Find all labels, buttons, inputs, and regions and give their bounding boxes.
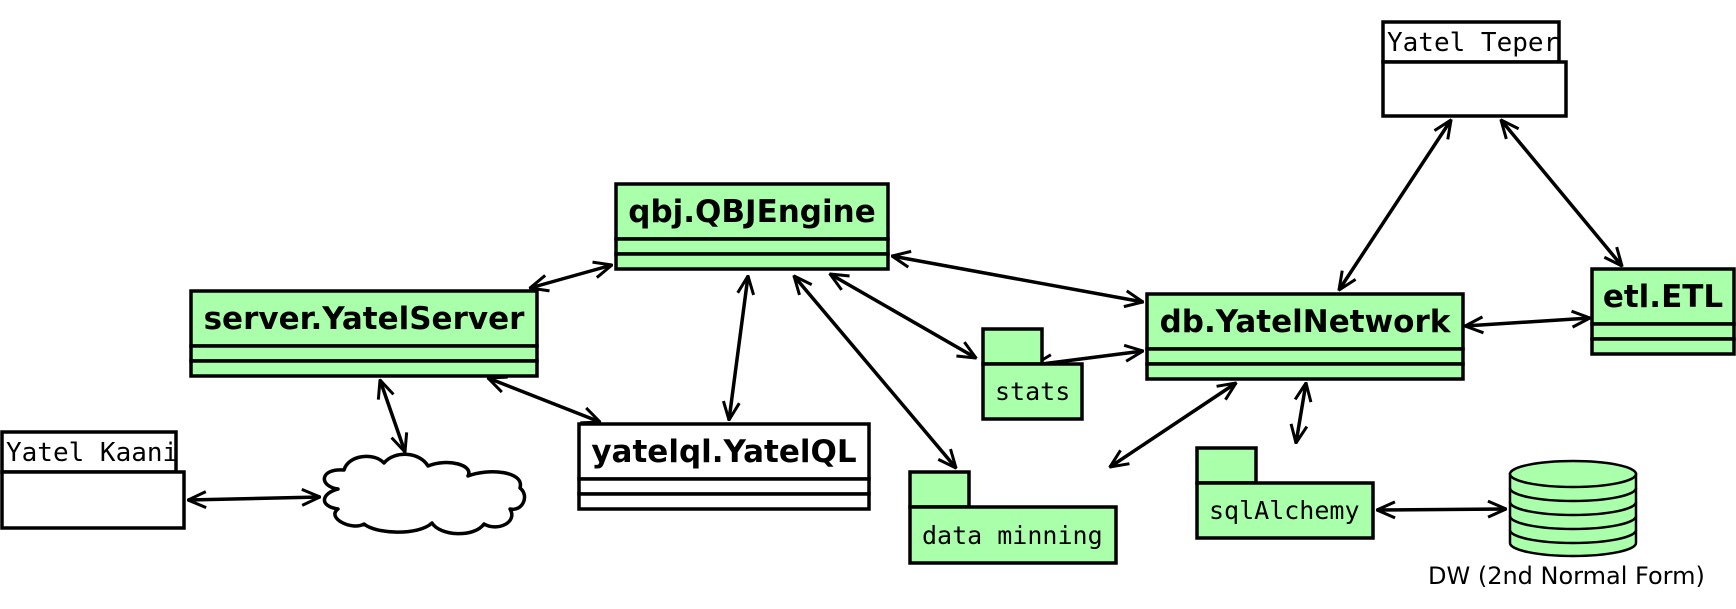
cloud-icon: [322, 452, 527, 536]
edge-network-etl: [1465, 318, 1590, 326]
package-stats: stats: [981, 327, 1084, 421]
class-yatelql: yatelql.YatelQL: [577, 422, 871, 511]
edge-qbj-yatelql: [729, 276, 748, 420]
edge-server-qbj: [530, 265, 612, 288]
package-sqlalchemy: sqlAlchemy: [1195, 446, 1375, 540]
package-label: data minning: [922, 521, 1103, 550]
actor-label: Yatel Teper: [1387, 28, 1559, 58]
actor-yatel-kaani: Yatel Kaani: [0, 430, 186, 530]
class-etl: etl.ETL: [1590, 267, 1736, 356]
database-label: DW (2nd Normal Form): [1428, 562, 1705, 590]
actor-label: Yatel Kaani: [6, 438, 178, 468]
class-yatel-network: db.YatelNetwork: [1145, 292, 1465, 381]
connectors: [188, 120, 1622, 510]
package-label: stats: [995, 377, 1070, 406]
class-name: server.YatelServer: [204, 301, 526, 337]
class-qbj-engine: qbj.QBJEngine: [614, 182, 890, 271]
edge-network-sqlalchemy: [1296, 383, 1306, 443]
edge-teper-etl: [1501, 120, 1622, 266]
edge-qbj-network: [892, 256, 1143, 302]
class-name: etl.ETL: [1603, 279, 1723, 315]
database-cylinder-icon: [1508, 459, 1638, 558]
edge-server-yatelql: [488, 378, 600, 422]
package-data-minning: data minning: [908, 470, 1118, 565]
edge-sqlalchemy-dw: [1377, 509, 1506, 510]
actor-yatel-teper: Yatel Teper: [1381, 20, 1568, 118]
class-name: yatelql.YatelQL: [591, 434, 856, 470]
class-name: db.YatelNetwork: [1160, 304, 1452, 340]
edge-qbj-dataminning: [794, 276, 956, 468]
class-yatel-server: server.YatelServer: [189, 289, 539, 378]
edge-kaani-cloud: [188, 497, 320, 500]
edge-server-cloud: [380, 380, 405, 452]
class-name: qbj.QBJEngine: [628, 194, 875, 230]
edge-network-dataminning: [1110, 383, 1236, 467]
edge-teper-network: [1339, 120, 1451, 290]
package-label: sqlAlchemy: [1209, 496, 1360, 525]
